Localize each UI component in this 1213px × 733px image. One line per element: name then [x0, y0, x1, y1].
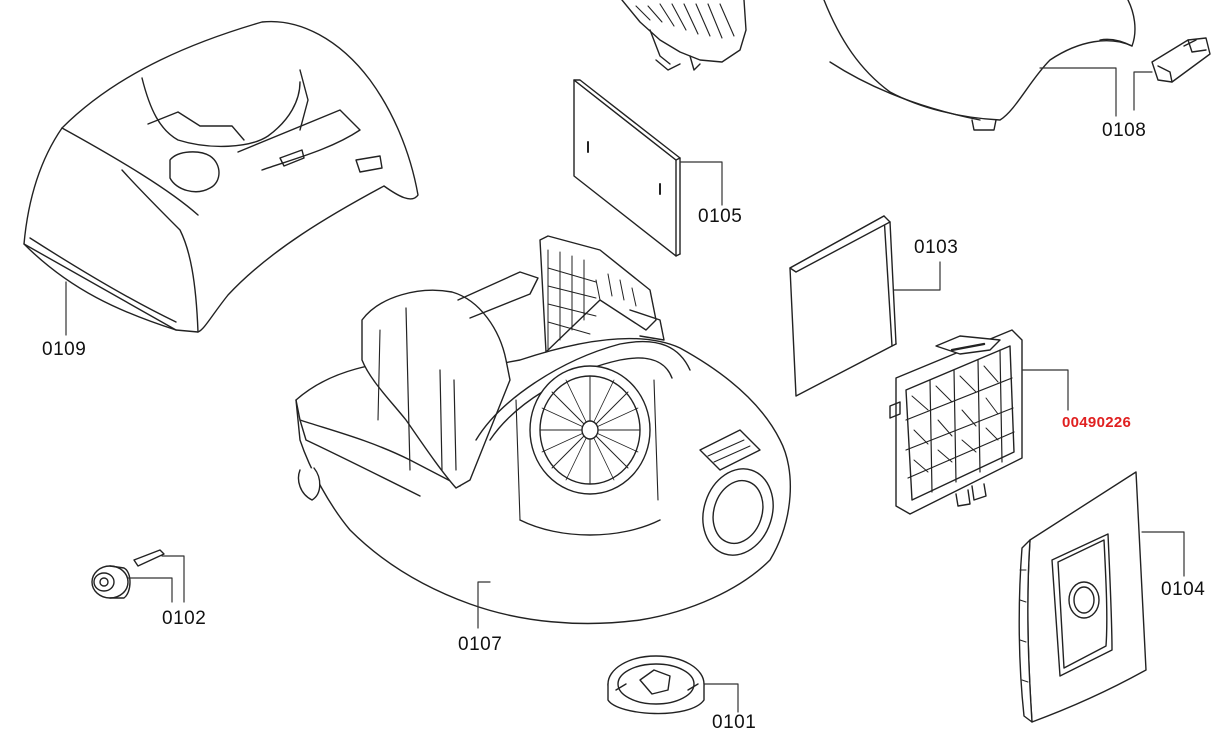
rear-cover-0108 [824, 0, 1210, 130]
dust-bag-0104 [1019, 472, 1146, 722]
leader-0108b [1133, 71, 1153, 111]
base-cap-0101 [608, 656, 704, 714]
leader-0104 [1141, 531, 1185, 577]
label-0105: 0105 [698, 206, 743, 227]
leader-0103 [893, 261, 941, 291]
housing-base-0107 [296, 236, 790, 623]
filter-pad-0103 [790, 216, 896, 396]
label-0109: 0109 [42, 339, 87, 360]
leader-0102b [127, 577, 173, 603]
leader-lines [65, 67, 1185, 713]
filter-holder-grid-00490226 [890, 330, 1022, 514]
label-0101: 0101 [712, 712, 757, 733]
leader-0105 [679, 161, 723, 206]
label-0107: 0107 [458, 634, 503, 655]
leader-0101 [703, 683, 739, 713]
label-00490226: 00490226 [1062, 414, 1132, 431]
leader-0108a [1039, 67, 1117, 117]
top-cover-0109 [24, 22, 418, 332]
label-0108: 0108 [1102, 120, 1147, 141]
wheel-axle-0102 [92, 550, 164, 598]
label-0103: 0103 [914, 237, 959, 258]
label-0104: 0104 [1161, 579, 1206, 600]
leader-0102a [161, 555, 185, 603]
label-0102: 0102 [162, 608, 207, 629]
leader-0107 [477, 581, 491, 629]
top-grid-fragment [622, 0, 746, 70]
leader-00490226 [1021, 369, 1069, 411]
filter-panel-0105 [574, 80, 680, 256]
